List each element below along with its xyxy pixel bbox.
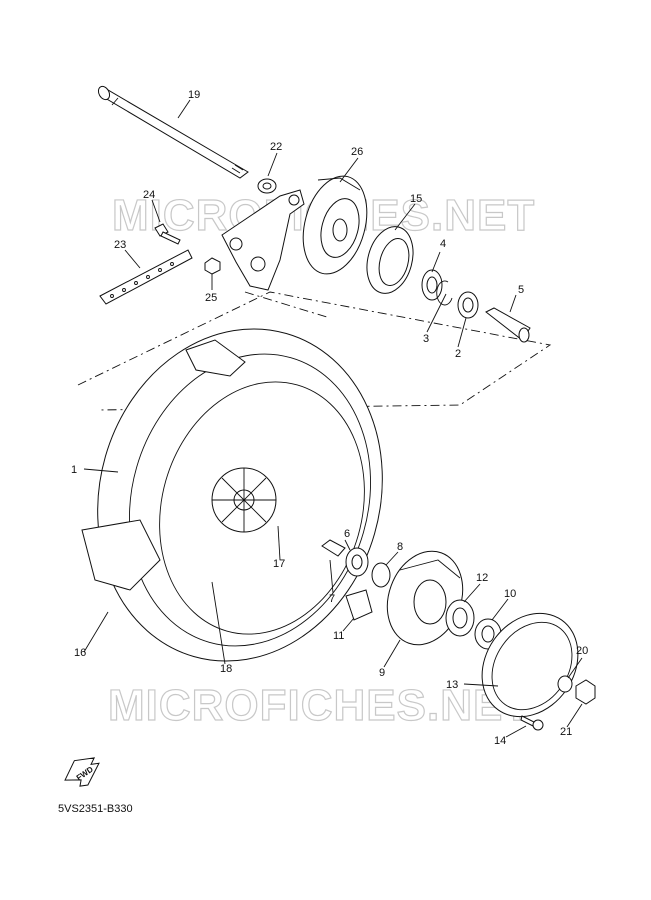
callout-10: 10 xyxy=(504,588,516,600)
hub-carrier-part xyxy=(302,175,368,275)
callout-9: 9 xyxy=(379,667,385,679)
callout-23: 23 xyxy=(114,239,126,251)
callout-20: 20 xyxy=(576,645,588,657)
callout-25: 25 xyxy=(205,292,217,304)
callout-17: 17 xyxy=(273,558,285,570)
callout-18: 18 xyxy=(220,663,232,675)
watermark-bottom: MICROFICHES.NET xyxy=(108,681,531,730)
callout-8: 8 xyxy=(397,541,403,553)
axle-nut-part xyxy=(575,679,596,705)
callout-12: 12 xyxy=(476,572,488,584)
callout-4: 4 xyxy=(440,238,446,250)
rear-wheel-part xyxy=(81,328,383,662)
wheel-spacer-part xyxy=(345,547,369,577)
callout-labels: 1 2 3 4 5 6 7 8 9 10 11 12 13 14 15 16 1… xyxy=(71,89,588,747)
damper-part xyxy=(345,589,373,621)
callout-14: 14 xyxy=(494,735,506,747)
chain-puller-part xyxy=(99,249,193,305)
washer-part xyxy=(557,675,573,693)
bearing-part xyxy=(457,291,479,319)
bolt-part xyxy=(154,223,181,245)
sprocket-ring-part xyxy=(366,226,414,294)
callout-5: 5 xyxy=(518,284,524,296)
callout-13: 13 xyxy=(446,679,458,691)
callout-21: 21 xyxy=(560,726,572,738)
callout-19: 19 xyxy=(188,89,200,101)
collar-seven-part xyxy=(321,539,346,557)
leader-lines xyxy=(83,99,583,738)
callout-1: 1 xyxy=(71,464,77,476)
hub-bearing-part xyxy=(474,618,502,650)
callout-6: 6 xyxy=(344,528,350,540)
nut-part xyxy=(204,257,221,275)
callout-7: 7 xyxy=(329,593,335,605)
collar-part xyxy=(257,178,277,194)
callout-15: 15 xyxy=(410,193,422,205)
callout-11: 11 xyxy=(333,630,344,642)
screw-part xyxy=(520,715,544,731)
diagram-code: 5VS2351-B330 xyxy=(58,803,133,815)
brake-hub-part xyxy=(386,550,464,646)
callout-16: 16 xyxy=(74,647,86,659)
callout-22: 22 xyxy=(270,141,282,153)
callout-24: 24 xyxy=(143,189,155,201)
caliper-bracket-part xyxy=(221,189,305,291)
hub-seal-part xyxy=(445,599,475,637)
callout-3: 3 xyxy=(423,333,429,345)
forward-arrow-icon: FWD xyxy=(64,757,100,787)
callout-26: 26 xyxy=(351,146,363,158)
callout-2: 2 xyxy=(455,348,461,360)
axle-part xyxy=(97,85,249,179)
spacer-part xyxy=(485,307,531,343)
circlip-part xyxy=(436,280,453,306)
small-bearing-part xyxy=(371,562,391,588)
